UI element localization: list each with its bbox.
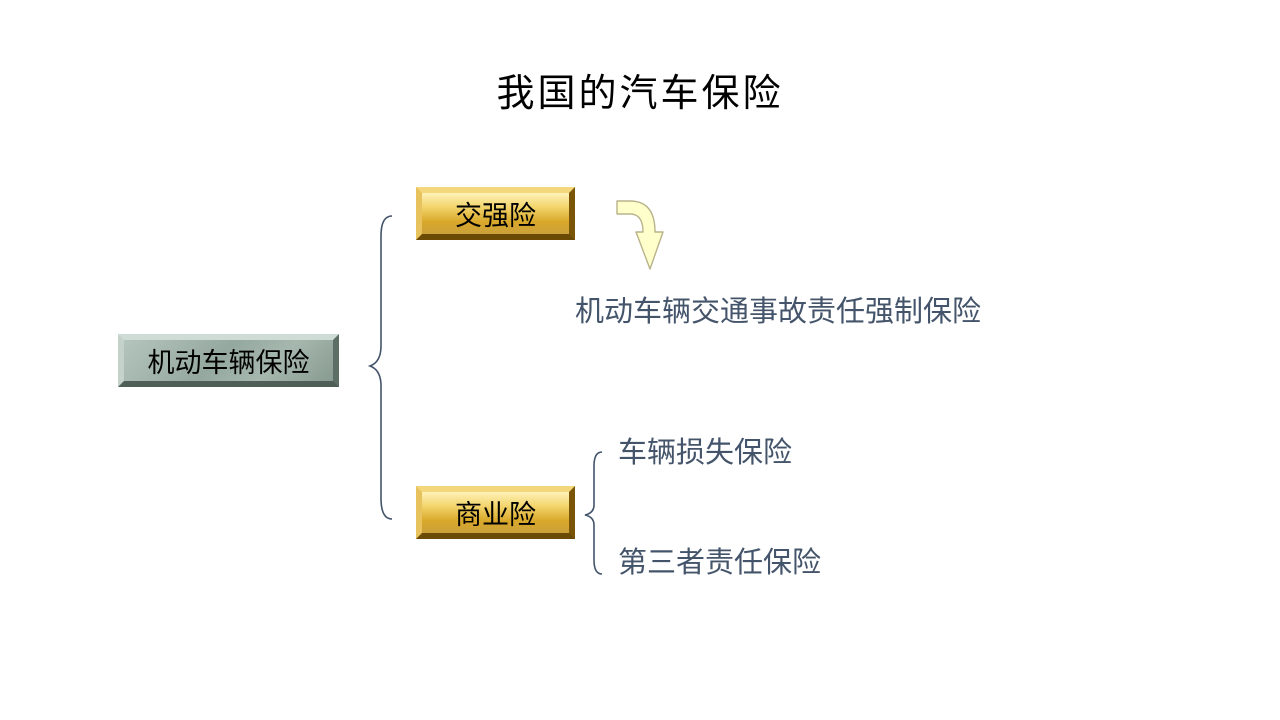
curved-down-arrow-icon <box>616 200 664 270</box>
root-node: 机动车辆保险 <box>118 334 339 387</box>
branch-node-commercial-label: 商业险 <box>455 500 536 531</box>
branch-node-compulsory: 交强险 <box>416 187 575 240</box>
root-node-label: 机动车辆保险 <box>147 348 310 379</box>
commercial-child-vehicle-loss: 车辆损失保险 <box>618 435 793 469</box>
branch-node-compulsory-label: 交强险 <box>455 201 536 232</box>
commercial-brace <box>584 451 603 575</box>
compulsory-full-name: 机动车辆交通事故责任强制保险 <box>575 294 982 328</box>
branch-node-commercial: 商业险 <box>416 486 575 539</box>
root-brace <box>367 215 393 520</box>
slide-title: 我国的汽车保险 <box>496 71 784 115</box>
commercial-child-third-party: 第三者责任保险 <box>618 545 822 579</box>
